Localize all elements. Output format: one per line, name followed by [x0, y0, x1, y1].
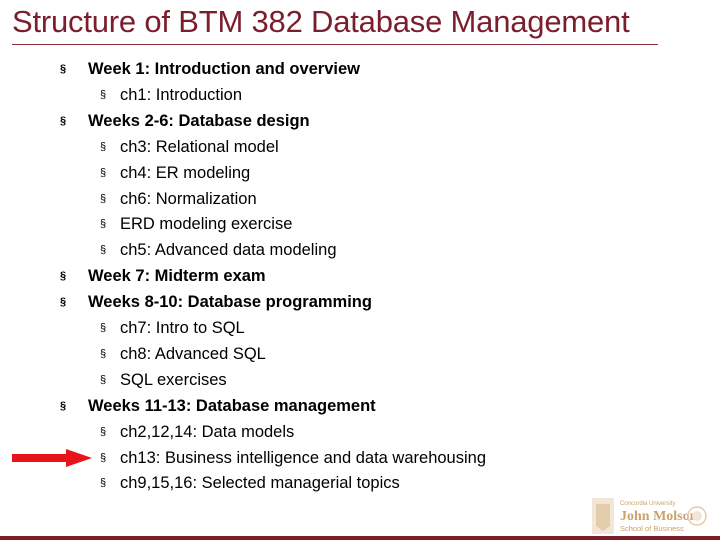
outline-item-text: Week 7: Midterm exam [88, 267, 266, 286]
bullet-icon: § [100, 322, 107, 334]
outline-item-text: Week 1: Introduction and overview [88, 60, 361, 78]
outline-item-text: ch7: Intro to SQL [120, 319, 245, 337]
outline-item-text: ch1: Introduction [120, 85, 242, 104]
outline-item-text: ch13: Business intelligence and data war… [120, 448, 486, 467]
footer-bar [0, 536, 720, 540]
outline-item-text: ch5: Advanced data modeling [120, 241, 337, 260]
bullet-icon: § [100, 373, 107, 386]
bullet-icon: § [100, 88, 107, 101]
outline-item-text: Weeks 8-10: Database programming [88, 293, 372, 312]
bullet-icon: § [100, 425, 107, 438]
outline-item-text: ch2,12,14: Data models [120, 422, 295, 441]
bullet-icon: § [60, 63, 67, 75]
bullet-icon: § [60, 399, 67, 412]
outline-item-text: ch8: Advanced SQL [120, 344, 266, 363]
outline-item-text: ch3: Relational model [120, 137, 279, 156]
bullet-icon: § [100, 451, 107, 464]
school-logo: Concordia University John Molson School … [592, 498, 707, 534]
bullet-icon: § [100, 347, 107, 360]
outline-item-text: Weeks 2-6: Database design [88, 111, 310, 130]
outline-item-text: ch4: ER modeling [120, 163, 251, 182]
bullet-icon: § [100, 477, 107, 490]
outline-item-text: SQL exercises [120, 370, 227, 389]
seal-icon [687, 506, 707, 526]
logo-name-text: John Molson [620, 509, 698, 524]
outline-item-text: ch9,15,16: Selected managerial topics [120, 474, 400, 493]
slide-title: Structure of BTM 382 Database Management [12, 4, 630, 39]
outline-item-text: ch6: Normalization [120, 189, 257, 208]
right-arrow-icon [12, 449, 92, 467]
bullet-icon: § [100, 192, 107, 205]
outline-item-text: ERD modeling exercise [120, 215, 293, 234]
title-divider [12, 44, 658, 45]
bullet-icon: § [100, 166, 107, 179]
bullet-icon: § [100, 140, 107, 153]
logo-school-text: School of Business [620, 524, 684, 533]
logo-university-text: Concordia University [620, 501, 675, 507]
bullet-icon: § [60, 270, 67, 283]
bullet-icon: § [100, 244, 107, 257]
outline-item-text: Weeks 11-13: Database management [88, 396, 376, 415]
bullet-icon: § [100, 218, 107, 231]
bullet-icon: § [60, 296, 67, 309]
bullet-icon: § [60, 114, 67, 127]
